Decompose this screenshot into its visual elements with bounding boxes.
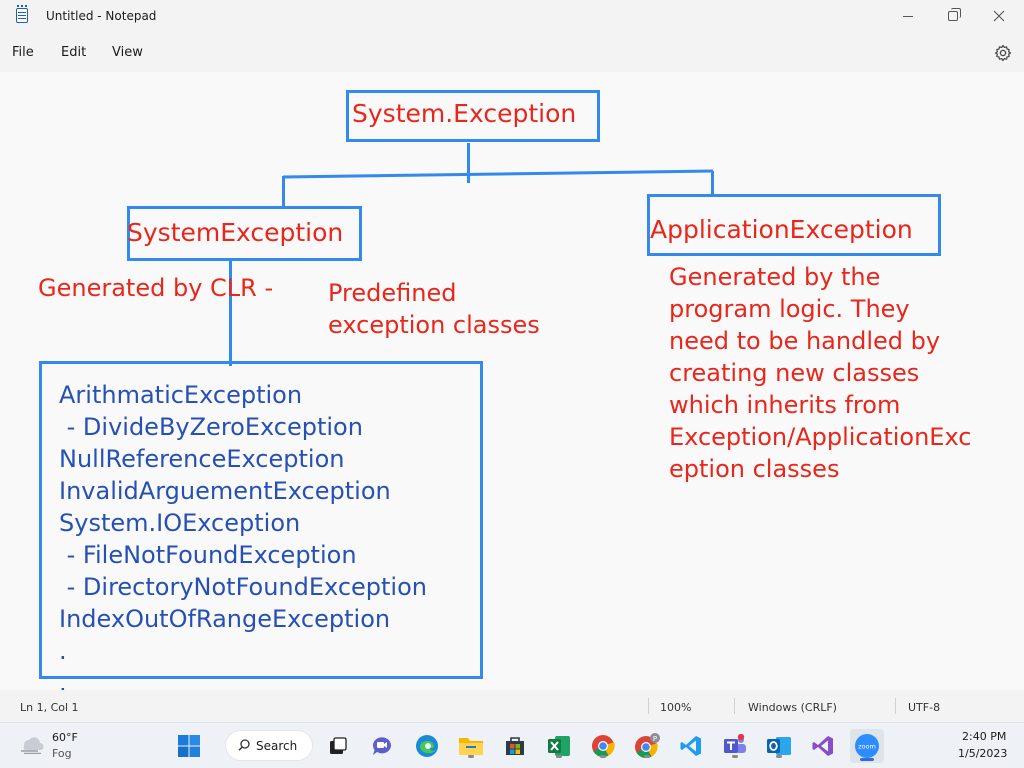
- line-ending: Windows (CRLF): [748, 701, 837, 714]
- file-explorer-icon: [459, 738, 483, 755]
- application-exception-description: Generated by the program logic. They nee…: [669, 263, 972, 483]
- outlook-button[interactable]: [765, 732, 793, 760]
- zoom-level: 100%: [660, 701, 692, 714]
- edge-button[interactable]: [413, 732, 441, 760]
- application-exception-box: [647, 194, 941, 256]
- running-indicator: [556, 755, 562, 758]
- close-icon: [993, 10, 1005, 22]
- cursor-position: Ln 1, Col 1: [20, 701, 79, 714]
- predefined-note-line2: exception classes: [328, 311, 540, 339]
- excel-icon: [548, 736, 570, 756]
- predefined-exceptions-list: ArithmaticException - DivideByZeroExcept…: [59, 381, 427, 729]
- running-indicator: [776, 755, 782, 758]
- root-node-box: [346, 90, 600, 142]
- chrome-icon: [592, 735, 615, 757]
- status-bar: Ln 1, Col 1 100% Windows (CRLF) UTF-8: [0, 690, 1024, 722]
- taskbar-search[interactable]: Search: [225, 730, 313, 761]
- notepad-icon: [16, 5, 28, 23]
- svg-text:P: P: [653, 735, 657, 743]
- excel-button[interactable]: [545, 732, 573, 760]
- visual-studio-button[interactable]: [809, 732, 837, 760]
- running-indicator: [468, 755, 474, 758]
- menu-view[interactable]: View: [112, 45, 143, 60]
- branch-line: [282, 169, 714, 179]
- minimize-button[interactable]: [885, 0, 931, 32]
- visual-studio-icon: [812, 736, 833, 756]
- root-node-label: System.Exception: [352, 99, 577, 128]
- menu-bar: File Edit View: [0, 36, 1024, 70]
- weather-temperature: 60°F: [52, 731, 78, 744]
- window-title: Untitled - Notepad: [46, 9, 157, 23]
- status-divider: [648, 698, 649, 714]
- predefined-exceptions-box: [39, 361, 483, 679]
- text-editor[interactable]: System.Exception SystemException Applica…: [0, 72, 1024, 729]
- encoding: UTF-8: [908, 701, 941, 714]
- vscode-icon: [680, 736, 701, 756]
- menu-file[interactable]: File: [12, 45, 34, 60]
- store-icon: [506, 737, 524, 755]
- clr-note: Generated by CLR -: [38, 274, 274, 302]
- chrome-profile-icon: P: [635, 733, 660, 758]
- status-divider: [895, 698, 896, 714]
- task-view-icon: [330, 737, 347, 754]
- title-bar: Untitled - Notepad: [0, 0, 1024, 32]
- list-connector-line: [229, 260, 232, 366]
- teams-button[interactable]: [721, 732, 749, 760]
- system-exception-box: [127, 206, 362, 261]
- menu-edit[interactable]: Edit: [61, 45, 87, 60]
- svg-text:zoom: zoom: [858, 743, 876, 751]
- task-view-button[interactable]: [324, 732, 352, 760]
- taskbar: 60°F Fog Search: [0, 722, 1024, 768]
- clock-time[interactable]: 2:40 PM: [962, 730, 1007, 743]
- chat-button[interactable]: [368, 732, 396, 760]
- status-divider: [734, 698, 735, 714]
- system-exception-label: SystemException: [127, 218, 344, 247]
- close-button[interactable]: [976, 0, 1022, 32]
- windows-start-icon: [178, 735, 200, 757]
- running-indicator: [600, 755, 606, 758]
- running-indicator: [732, 755, 738, 758]
- chat-icon: [372, 737, 391, 755]
- start-button[interactable]: [175, 732, 203, 760]
- chrome-profile-button[interactable]: P: [633, 732, 661, 760]
- teams-icon: [724, 734, 746, 753]
- zoom-button[interactable]: zoom: [850, 729, 884, 763]
- search-label: Search: [256, 739, 298, 753]
- fog-weather-icon[interactable]: [18, 734, 44, 754]
- minimize-icon: [903, 15, 913, 17]
- root-stem-line: [467, 143, 470, 183]
- outlook-icon: [767, 737, 791, 755]
- file-explorer-button[interactable]: [457, 732, 485, 760]
- application-exception-label: ApplicationException: [650, 215, 913, 244]
- chrome-button[interactable]: [589, 732, 617, 760]
- maximize-button[interactable]: [930, 0, 976, 32]
- weather-condition: Fog: [52, 747, 72, 760]
- store-button[interactable]: [501, 732, 529, 760]
- running-indicator: [860, 758, 874, 761]
- vscode-button[interactable]: [677, 732, 705, 760]
- predefined-note-line1: Predefined: [328, 279, 457, 307]
- edge-icon: [416, 735, 438, 757]
- clock-date[interactable]: 1/5/2023: [958, 747, 1008, 760]
- right-branch-line: [711, 171, 714, 195]
- search-icon: [238, 739, 250, 751]
- zoom-icon: zoom: [855, 734, 879, 758]
- running-indicator: [644, 755, 650, 758]
- restore-icon: [948, 8, 961, 21]
- settings-gear-icon[interactable]: [994, 44, 1012, 62]
- left-branch-line: [282, 176, 285, 208]
